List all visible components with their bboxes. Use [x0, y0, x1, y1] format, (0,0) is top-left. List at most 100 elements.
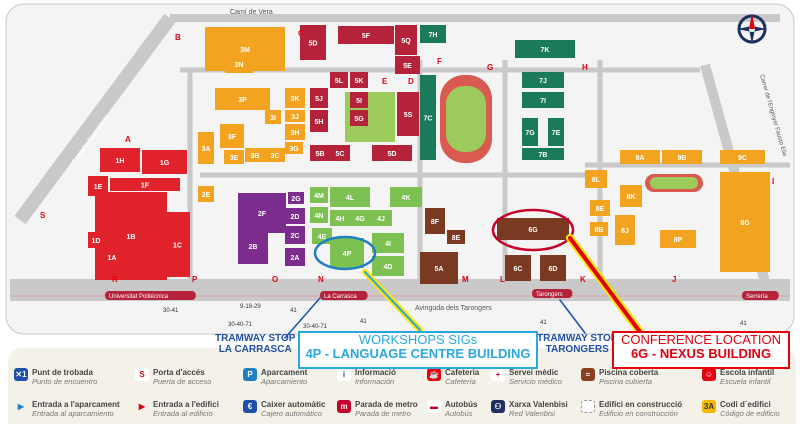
building-7j[interactable]	[522, 72, 564, 88]
building-8b[interactable]	[590, 222, 608, 236]
building-3n[interactable]	[225, 55, 253, 73]
building-code-label: 3F	[228, 134, 237, 141]
building-code-icon: 3A	[702, 400, 716, 413]
bus-line-label: 41	[360, 319, 367, 325]
building-7e[interactable]	[548, 118, 564, 146]
building-code-label: 1H	[116, 158, 125, 165]
building-8e[interactable]	[590, 200, 610, 216]
building-5h[interactable]	[310, 110, 328, 132]
building-1f[interactable]	[110, 178, 180, 191]
building-code-label: 9C	[738, 155, 747, 162]
tram-stop-marker[interactable]	[742, 291, 779, 300]
building-code-label: 6G	[528, 227, 538, 234]
tram-stop-label: Universitat Politècnica	[109, 294, 169, 300]
building-code-label: 7I	[540, 98, 546, 105]
building-4p[interactable]	[330, 238, 364, 268]
building-3b[interactable]	[245, 148, 265, 162]
building-2b[interactable]	[238, 228, 268, 264]
building-4i[interactable]	[372, 233, 404, 253]
building-5e[interactable]	[395, 56, 420, 74]
building-8f[interactable]	[425, 208, 445, 234]
building-1h[interactable]	[100, 148, 140, 172]
building-6g[interactable]	[497, 218, 569, 240]
building-9c[interactable]	[720, 150, 765, 164]
building-4k[interactable]	[390, 187, 422, 207]
building-1c[interactable]	[165, 212, 190, 277]
building-5q[interactable]	[395, 25, 417, 55]
building-4g[interactable]	[350, 210, 370, 226]
building-code-label: 2F	[258, 211, 267, 218]
building-1a[interactable]	[104, 248, 120, 266]
building-3g[interactable]	[285, 142, 303, 154]
building-5j[interactable]	[310, 88, 328, 108]
building-code-label: 4L	[346, 195, 355, 202]
building-7c[interactable]	[420, 75, 436, 160]
building-3k[interactable]	[285, 88, 305, 108]
building-2c[interactable]	[285, 226, 305, 244]
building-9a[interactable]	[620, 150, 660, 164]
building-code-label: 6D	[549, 266, 558, 273]
legend-label-es: Punto de encuentro	[32, 377, 98, 386]
building-5a[interactable]	[420, 252, 458, 284]
building-4l[interactable]	[330, 187, 370, 207]
building-5b[interactable]	[310, 145, 330, 161]
building-5d[interactable]	[372, 145, 412, 161]
building-4d[interactable]	[372, 256, 404, 276]
building-2d[interactable]	[285, 208, 305, 224]
building-2f[interactable]	[238, 193, 286, 233]
legend-label-ca: Autobús	[445, 400, 478, 409]
building-5c[interactable]	[330, 145, 350, 161]
building-5d[interactable]	[300, 25, 326, 60]
campus-map[interactable]: Camí de Vera Castella-Barcelona Carrer d…	[0, 0, 800, 345]
building-4h[interactable]	[330, 210, 350, 226]
building-6d[interactable]	[540, 255, 566, 281]
building-7h[interactable]	[420, 25, 446, 43]
building-8p[interactable]	[660, 230, 696, 248]
building-8e[interactable]	[447, 230, 465, 244]
building-3p[interactable]	[215, 88, 270, 110]
building-7k[interactable]	[515, 40, 575, 58]
building-1d[interactable]	[88, 232, 104, 248]
legend-label-es: Entrada al edificio	[153, 409, 213, 418]
building-2a[interactable]	[285, 248, 305, 266]
building-7b[interactable]	[522, 148, 564, 160]
building-3a[interactable]	[198, 132, 214, 164]
tram-stop-marker[interactable]	[532, 289, 573, 298]
building-1e[interactable]	[88, 176, 108, 196]
building-3h[interactable]	[285, 124, 305, 140]
building-code-label: 1G	[160, 160, 170, 167]
building-4n[interactable]	[310, 207, 328, 223]
building-5s[interactable]	[397, 92, 419, 136]
building-3i[interactable]	[265, 110, 281, 124]
building-5i[interactable]	[350, 92, 368, 108]
building-5f[interactable]	[338, 26, 394, 44]
building-7g[interactable]	[522, 118, 538, 146]
tram-stop-marker[interactable]	[320, 291, 368, 300]
building-2g[interactable]	[288, 192, 304, 204]
legend-label-es: Puerta de acceso	[153, 377, 212, 386]
building-8j[interactable]	[615, 215, 635, 245]
building-3c[interactable]	[265, 148, 285, 162]
building-8g[interactable]	[720, 172, 770, 272]
gate-o: O	[272, 275, 278, 284]
tram-stop-marker[interactable]	[105, 291, 196, 300]
building-code-label: 6C	[514, 266, 523, 273]
building-5l[interactable]	[330, 72, 348, 88]
building-3j[interactable]	[285, 110, 305, 122]
building-3e[interactable]	[224, 150, 244, 164]
building-7i[interactable]	[522, 92, 564, 108]
building-6c[interactable]	[505, 255, 531, 281]
building-8l[interactable]	[585, 170, 607, 188]
building-2e[interactable]	[198, 186, 214, 202]
building-8k[interactable]	[620, 185, 642, 207]
building-4j[interactable]	[370, 210, 392, 226]
building-5g[interactable]	[350, 110, 368, 126]
building-1g[interactable]	[142, 150, 187, 174]
building-3f[interactable]	[220, 124, 244, 148]
building-9b[interactable]	[662, 150, 702, 164]
building-code-label: 5F	[362, 33, 371, 40]
building-4m[interactable]	[310, 187, 328, 203]
building-5k[interactable]	[350, 72, 368, 88]
